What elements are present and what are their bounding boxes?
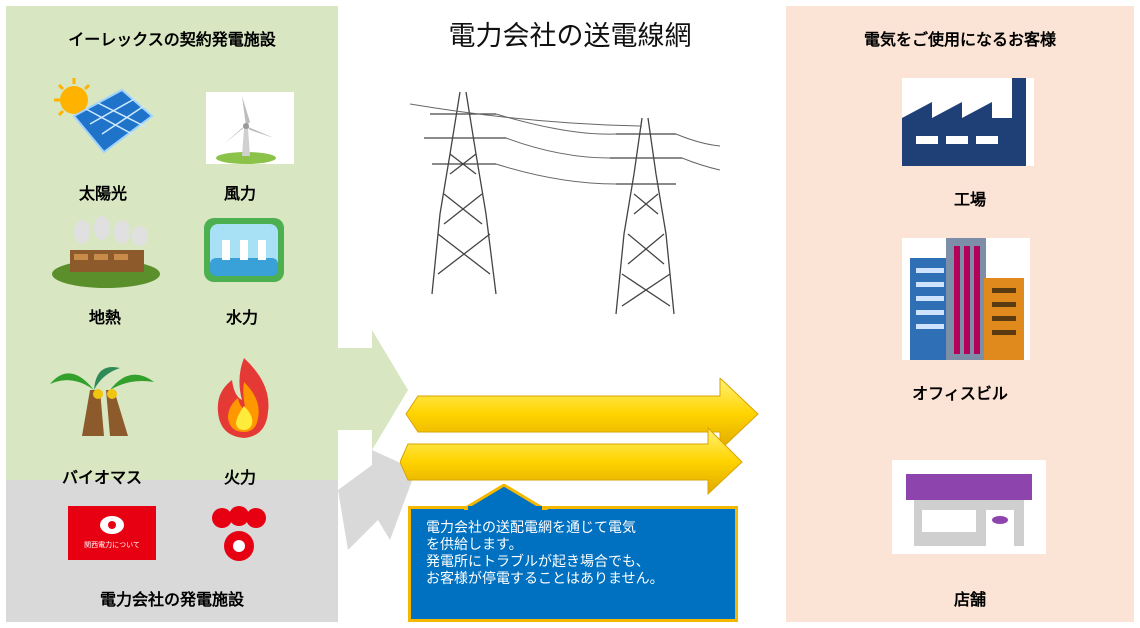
- power-flow-arrow-upper: [405, 378, 759, 452]
- source-label-thermal: 火力: [223, 468, 256, 487]
- source-label-hydro: 水力: [225, 308, 258, 327]
- factory-icon: [902, 78, 1034, 166]
- flow-arrows-gray: [338, 330, 416, 550]
- customer-label-factory: 工場: [953, 190, 986, 209]
- green-flow-arrow: [338, 330, 408, 450]
- utility-logo-1: 関西電力について: [68, 506, 156, 560]
- gray-flow-arrow: [338, 450, 416, 550]
- office-building-icon: [902, 238, 1030, 360]
- source-label-geothermal: 地熱: [88, 308, 121, 327]
- source-label-wind: 風力: [223, 184, 256, 203]
- info-callout: [408, 506, 738, 622]
- info-line-4: お客様が停電することはありません。: [426, 571, 664, 587]
- geothermal-icon: [52, 216, 160, 288]
- palm-tree-icon: [50, 366, 154, 436]
- customer-label-shop: 店舗: [953, 590, 986, 609]
- info-text: 電力会社の送配電網を通じて電気 を供給します。 発電所にトラブルが起き場合でも、…: [426, 520, 726, 588]
- source-label-biomass: バイオマス: [61, 468, 142, 487]
- info-line-2: を供給します。: [426, 537, 523, 553]
- transmission-tower-icon: [410, 91, 720, 315]
- utility-plants-panel: [6, 480, 338, 622]
- utility-logo-1-text: 関西電力について: [84, 541, 140, 549]
- shop-icon: [892, 460, 1046, 554]
- solar-panel-icon: [54, 78, 154, 154]
- generation-header: イーレックスの契約発電施設: [68, 30, 276, 49]
- info-line-1: 電力会社の送配電網を通じて電気: [426, 520, 636, 536]
- source-label-solar: 太陽光: [78, 184, 127, 203]
- info-line-3: 発電所にトラブルが起き場合でも、: [426, 554, 650, 570]
- fire-icon: [217, 358, 269, 438]
- utility-mark-icon: [100, 516, 124, 534]
- callout-pointer: [464, 484, 549, 510]
- customers-header: 電気をご使用になるお客様: [863, 30, 1056, 49]
- customer-label-office: オフィスビル: [912, 384, 1008, 403]
- utility-logo-2: [212, 506, 266, 561]
- utility-plants-label: 電力会社の発電施設: [99, 590, 244, 609]
- hydro-dam-icon: [204, 218, 284, 282]
- power-flow-arrows: [400, 378, 759, 496]
- page-title: 電力会社の送電線網: [448, 21, 692, 52]
- power-flow-arrow-lower: [400, 426, 743, 496]
- wind-turbine-icon: [206, 92, 294, 164]
